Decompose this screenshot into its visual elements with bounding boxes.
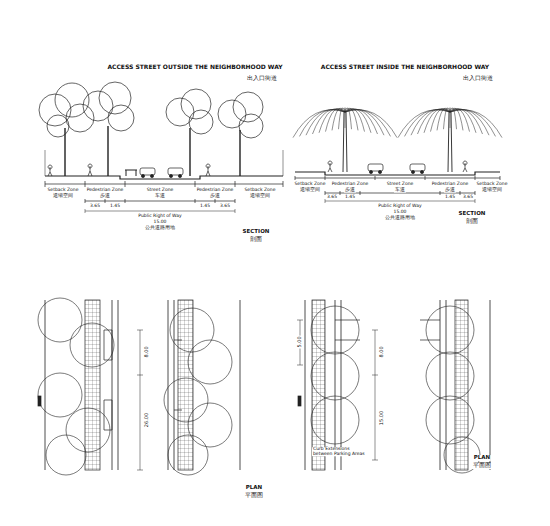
plan-inside — [297, 300, 490, 473]
dimension-label: 步道 — [209, 194, 221, 199]
dimension-label: Street Zone — [146, 188, 175, 193]
palm-frond — [405, 110, 451, 137]
dimension-label: 3.65 — [326, 195, 338, 200]
palm-frond — [293, 110, 345, 138]
palm-frond — [418, 109, 451, 134]
palm-frond — [345, 109, 384, 135]
dimension-label: 15.00 — [153, 220, 168, 225]
dimension-label: 步道 — [444, 188, 456, 193]
dimension-label: Setback Zone — [294, 182, 327, 187]
dimension-label: PLAN — [245, 485, 263, 491]
dimension-label: 1.45 — [109, 204, 121, 209]
dimension-label: 5.00 — [297, 335, 302, 348]
dimension-label: 剖面 — [465, 219, 479, 225]
dimension-label: 出入口街道 — [246, 75, 278, 81]
palm-frond — [450, 109, 489, 135]
dimension-label: Public Right of Way — [137, 214, 182, 219]
dimension-label: 平面图 — [472, 463, 492, 469]
dimension-label: Curb Extensions between Parking Areas — [312, 447, 368, 456]
dimension-label: 平面图 — [244, 493, 264, 499]
section-outside — [39, 82, 283, 213]
dimension-label: ACCESS STREET INSIDE THE NEIGHBORHOOD WA… — [320, 64, 490, 70]
dimension-label: SECTION — [242, 229, 271, 235]
plan-outside — [38, 298, 240, 475]
dimension-label: 退缩空间 — [481, 188, 503, 193]
dimension-label: 1.45 — [344, 195, 356, 200]
palm-frond — [345, 110, 391, 137]
dimension-label: Street Zone — [386, 182, 415, 187]
dimension-label: Pedestrian Zone — [196, 188, 235, 193]
palm-frond — [300, 110, 346, 137]
palm-frond — [332, 108, 345, 130]
dimension-label: PLAN — [473, 455, 491, 461]
palm-frond — [339, 108, 346, 129]
palm-frond — [319, 109, 345, 133]
dimension-label: 步道 — [99, 194, 111, 199]
dimension-label: Pedestrian Zone — [431, 182, 470, 187]
dimension-label: Public Right of Way — [377, 204, 422, 209]
dimension-label: 3.65 — [219, 204, 231, 209]
dimension-label: Setback Zone — [476, 182, 509, 187]
dimension-label: 8.00 — [379, 345, 384, 358]
dimension-label: 步道 — [344, 188, 356, 193]
dimension-label: Pedestrian Zone — [331, 182, 370, 187]
dimension-label: 退缩空间 — [299, 188, 321, 193]
dimension-label: 出入口街道 — [462, 75, 494, 81]
palm-frond — [345, 108, 365, 131]
dimension-label: 公共道路用地 — [384, 216, 416, 221]
dimension-label: 退缩空间 — [249, 194, 271, 199]
dimension-label: 退缩空间 — [52, 194, 74, 199]
palm-frond — [450, 110, 496, 137]
palm-frond — [431, 108, 451, 131]
dimension-label: 15.00 — [379, 410, 384, 426]
palm-frond — [313, 109, 346, 134]
dimension-label: Pedestrian Zone — [86, 188, 125, 193]
dimension-label: Setback Zone — [244, 188, 277, 193]
dimension-label: ACCESS STREET OUTSIDE THE NEIGHBORHOOD W… — [106, 64, 283, 70]
palm-frond — [424, 109, 450, 133]
palm-frond — [450, 110, 502, 138]
dimension-label: 公共道路用地 — [144, 226, 176, 231]
palm-frond — [345, 110, 397, 138]
palm-frond — [398, 110, 450, 138]
dimension-label: 15.00 — [393, 210, 408, 215]
palm-frond — [326, 108, 346, 131]
dimension-label: Setback Zone — [47, 188, 80, 193]
dimension-label: 3.65 — [462, 195, 474, 200]
palm-frond — [444, 108, 451, 129]
dimension-label: 车道 — [394, 188, 406, 193]
dimension-label: 26.00 — [144, 412, 149, 428]
dimension-label: 8.00 — [144, 345, 149, 358]
dimension-label: SECTION — [458, 211, 487, 217]
dimension-label: 1.45 — [444, 195, 456, 200]
dimension-label: 剖面 — [249, 237, 263, 243]
dimension-label: 车道 — [154, 194, 166, 199]
section-inside — [293, 108, 502, 203]
dimension-label: 1.45 — [199, 204, 211, 209]
palm-frond — [437, 108, 450, 130]
palm-frond — [450, 108, 470, 131]
dimension-label: 3.65 — [89, 204, 101, 209]
